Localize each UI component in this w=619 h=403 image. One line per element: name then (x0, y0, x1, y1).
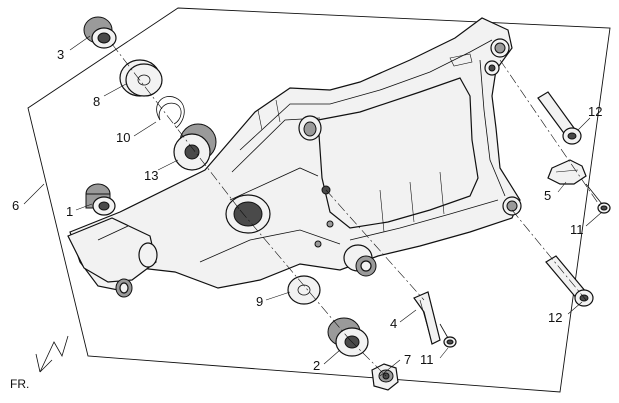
assembly-axis-lines (111, 43, 601, 377)
callout-3: 3 (57, 47, 64, 62)
part-9-washer (287, 275, 321, 305)
part-7-nut (371, 363, 399, 391)
callout-1: 1 (66, 204, 73, 219)
part-8-washer (119, 59, 163, 97)
callout-2: 2 (313, 358, 320, 373)
callout-5: 5 (544, 188, 551, 203)
part-10-circlip (156, 96, 185, 129)
callout-10: 10 (116, 130, 130, 145)
part-11-bolt-upper (585, 183, 611, 214)
part-3-bushing (83, 16, 117, 49)
part-11-bolt-lower (439, 323, 457, 348)
leader-lines (23, 35, 603, 377)
part-4-bracket (413, 291, 441, 345)
callout-4: 4 (390, 316, 397, 331)
callout-12-lower: 12 (548, 310, 562, 325)
callout-11-upper: 11 (570, 222, 584, 237)
callout-9: 9 (256, 294, 263, 309)
swing-arm-body (67, 17, 522, 298)
front-label: FR. (10, 377, 29, 391)
part-12-pin-lower (545, 255, 594, 307)
callout-labels: 3 8 10 13 1 6 9 2 7 4 11 5 11 12 12 (12, 47, 602, 373)
part-5-clip (547, 159, 587, 185)
callout-7: 7 (404, 352, 411, 367)
front-direction-arrow: FR. (10, 335, 69, 391)
part-13-bearing (173, 123, 217, 171)
part-1-bushing (85, 183, 116, 216)
callout-6: 6 (12, 198, 19, 213)
assembly-frame (27, 7, 611, 393)
part-2-bushing (327, 317, 369, 357)
callout-13: 13 (144, 168, 158, 183)
callout-11-lower: 11 (420, 352, 434, 367)
part-12-pin-upper (537, 91, 582, 145)
callout-12-upper: 12 (588, 104, 602, 119)
callout-8: 8 (93, 94, 100, 109)
